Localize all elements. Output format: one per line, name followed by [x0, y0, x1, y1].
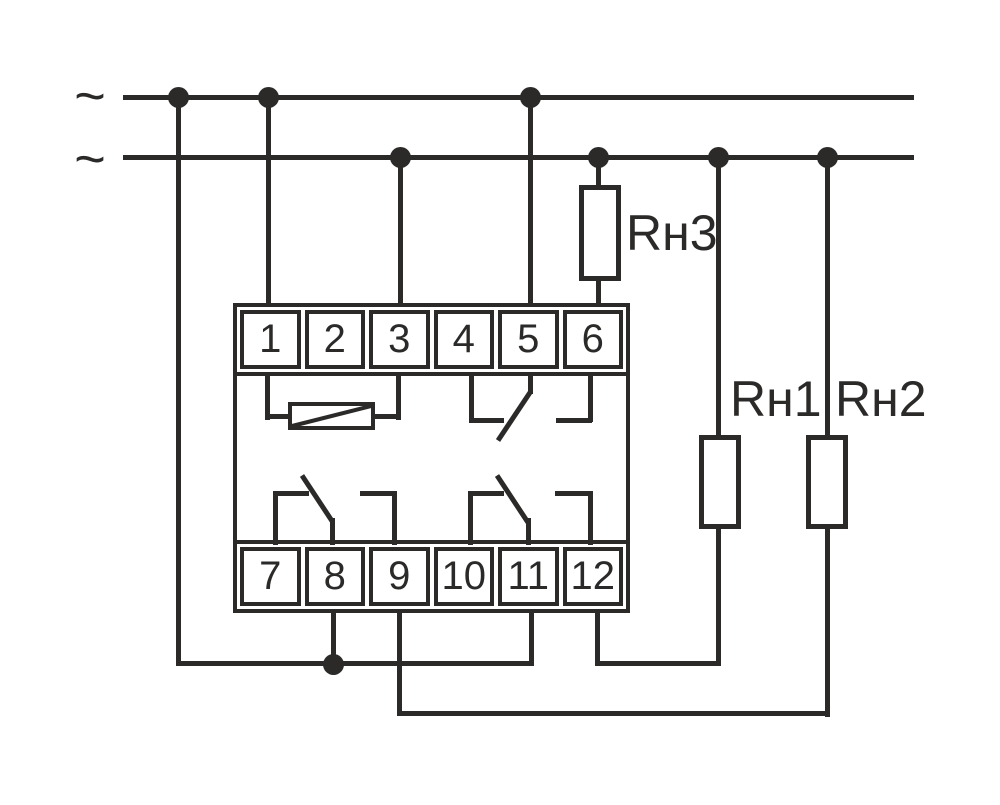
contact789-fixed-right-v — [392, 491, 397, 545]
contact456-arm-stub — [528, 372, 533, 394]
power-line-2 — [123, 155, 914, 160]
ac-symbol-line1: ~ — [74, 66, 106, 126]
wire-rn1-to-bus2 — [716, 524, 721, 665]
junction-dot-line1-bypass — [168, 87, 189, 108]
terminal-1: 1 — [240, 310, 301, 369]
contact789-fixed-right-h — [360, 491, 397, 496]
wire-terminal12-down — [595, 613, 600, 665]
junction-dot-bus-t8 — [323, 654, 344, 675]
contact456-fixed-right-v — [588, 372, 593, 422]
contact789-fixed-left-v — [273, 491, 278, 545]
load-rn2-label: Rн2 — [835, 371, 927, 427]
wire-terminal8-down — [331, 613, 336, 666]
terminal-2: 2 — [304, 310, 365, 369]
wire-line2-to-rn2 — [825, 155, 830, 439]
contact456-fixed-right-h — [556, 418, 592, 423]
coil-lead-left-v — [265, 372, 270, 420]
load-rn3-resistor — [579, 185, 621, 281]
contact101112-fixed-left-v — [468, 491, 473, 545]
terminal-4: 4 — [433, 310, 494, 369]
bus-line1-t8-t11 — [176, 661, 533, 666]
terminal-row-bottom: 7 8 9 10 11 12 — [233, 540, 630, 613]
terminal-3: 3 — [369, 310, 430, 369]
contact789-fixed-left-h — [273, 491, 309, 496]
wire-line2-to-rn1 — [716, 155, 721, 439]
terminal-10: 10 — [433, 547, 494, 606]
terminal-row-top: 1 2 3 4 5 6 — [233, 303, 630, 376]
ac-symbol-line2: ~ — [74, 129, 106, 189]
wire-rn2-to-bus3 — [825, 524, 830, 717]
coil-lead-right-v — [396, 372, 401, 420]
terminal-6: 6 — [562, 310, 623, 369]
contact456-fixed-left-h — [469, 418, 504, 423]
coil-lead-right-h — [371, 414, 401, 419]
wire-line2-to-terminal3 — [398, 155, 403, 307]
junction-dot-line2-rn2 — [817, 147, 838, 168]
wire-line2-to-rn3 — [596, 155, 601, 189]
load-rn2-resistor — [806, 435, 848, 529]
wire-line1-to-terminal1 — [266, 95, 271, 307]
wire-rn3-to-terminal6 — [596, 276, 601, 307]
terminal-8: 8 — [304, 547, 365, 606]
junction-dot-line2-t3 — [390, 147, 411, 168]
wire-line1-to-terminal5 — [528, 95, 533, 307]
contact456-fixed-left-v — [469, 372, 474, 422]
power-line-1 — [123, 95, 914, 100]
load-rn3-label: Rн3 — [626, 205, 718, 261]
junction-dot-line2-rn3 — [588, 147, 609, 168]
load-rn1-resistor — [699, 435, 741, 529]
contact101112-fixed-left-h — [468, 491, 504, 496]
terminal-12: 12 — [562, 547, 623, 606]
terminal-5: 5 — [498, 310, 559, 369]
bus-t9-to-rn2 — [397, 711, 830, 716]
contact101112-fixed-right-v — [588, 491, 593, 545]
junction-dot-line1-t1 — [258, 87, 279, 108]
contact101112-fixed-right-h — [555, 491, 592, 496]
wire-terminal11-down — [529, 613, 534, 666]
junction-dot-line1-t5 — [520, 87, 541, 108]
wire-line1-left-bypass — [176, 95, 181, 666]
terminal-7: 7 — [240, 547, 301, 606]
terminal-9: 9 — [369, 547, 430, 606]
coil-lead-left-h — [265, 414, 295, 419]
contact101112-arm-stub — [526, 518, 531, 545]
contact789-arm-stub — [330, 518, 335, 545]
junction-dot-line2-rn1 — [708, 147, 729, 168]
bus-t12-to-rn1 — [595, 661, 721, 666]
terminal-11: 11 — [498, 547, 559, 606]
load-rn1-label: Rн1 — [730, 371, 822, 427]
